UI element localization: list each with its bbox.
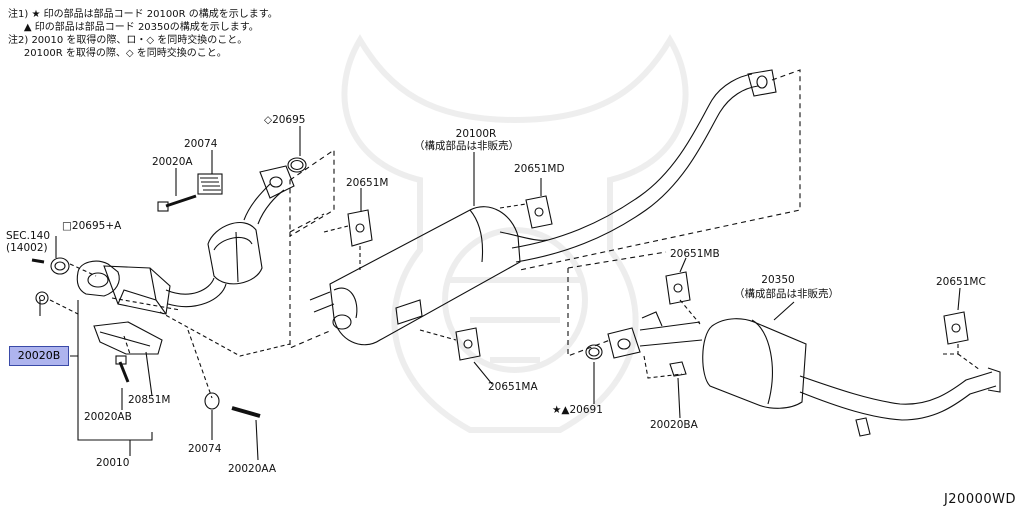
label-20020A[interactable]: 20020A xyxy=(152,156,193,168)
diagram-reference-code: J20000WD xyxy=(943,492,1016,507)
second-catalyst xyxy=(207,221,263,285)
label-20651MA[interactable]: 20651MA xyxy=(488,381,538,393)
label-20010[interactable]: 20010 xyxy=(96,457,130,469)
label-20074-top[interactable]: 20074 xyxy=(184,138,218,150)
note-line-4: 20100R を取得の際、◇ を同時交換のこと。 xyxy=(8,48,227,59)
rear-muffler xyxy=(702,318,807,409)
label-sec140-ref: (14002) xyxy=(6,242,48,254)
label-20851M[interactable]: 20851M xyxy=(128,394,171,406)
label-20020BA[interactable]: 20020BA xyxy=(650,419,698,431)
notes-block: 注1) ★ 印の部品は部品コード 20100R の構成を示します。 ▲ 印の部品… xyxy=(8,8,278,60)
label-20651M[interactable]: 20651M xyxy=(346,177,389,189)
hanger-20651MC xyxy=(943,311,969,345)
label-20020AA[interactable]: 20020AA xyxy=(228,463,277,475)
rear-flange xyxy=(607,327,641,359)
label-20350[interactable]: 20350 xyxy=(761,274,795,286)
center-muffler xyxy=(329,206,521,346)
hanger-20651M xyxy=(347,209,373,247)
label-20695[interactable]: ◇20695 xyxy=(264,114,306,126)
samurai-watermark xyxy=(341,34,689,433)
note-line-1: 注1) ★ 印の部品は部品コード 20100R の構成を示します。 xyxy=(8,9,278,20)
label-20100R-note: （構成部品は非販売） xyxy=(414,140,519,152)
note-line-3: 注2) 20010 を取得の際、ロ・◇ を同時交換のこと。 xyxy=(8,35,248,46)
label-20074-bottom[interactable]: 20074 xyxy=(188,443,222,455)
label-20350-note: （構成部品は非販売） xyxy=(734,288,839,300)
hanger-20651MA xyxy=(455,327,481,361)
gasket-20695-shape xyxy=(287,157,307,173)
label-sec140[interactable]: SEC.140 xyxy=(6,230,51,242)
front-flange xyxy=(76,260,120,297)
hanger-20651MB xyxy=(665,271,691,305)
label-20651MB[interactable]: 20651MB xyxy=(670,248,720,260)
label-20020B-highlighted[interactable]: 20020B xyxy=(9,346,69,366)
front-catalyst xyxy=(103,265,171,315)
label-20100R[interactable]: 20100R xyxy=(455,128,497,140)
label-20691[interactable]: ★▲20691 xyxy=(552,404,603,416)
hanger-20651MD xyxy=(525,195,553,229)
note-line-2: ▲ 印の部品は部品コード 20350の構成を示します。 xyxy=(8,22,259,33)
label-20020AB[interactable]: 20020AB xyxy=(84,411,132,423)
label-20651MC[interactable]: 20651MC xyxy=(936,276,986,288)
label-20695A[interactable]: □20695+A xyxy=(62,220,122,232)
heat-shield xyxy=(93,321,163,355)
mid-flange xyxy=(259,165,295,199)
label-20651MD[interactable]: 20651MD xyxy=(514,163,565,175)
